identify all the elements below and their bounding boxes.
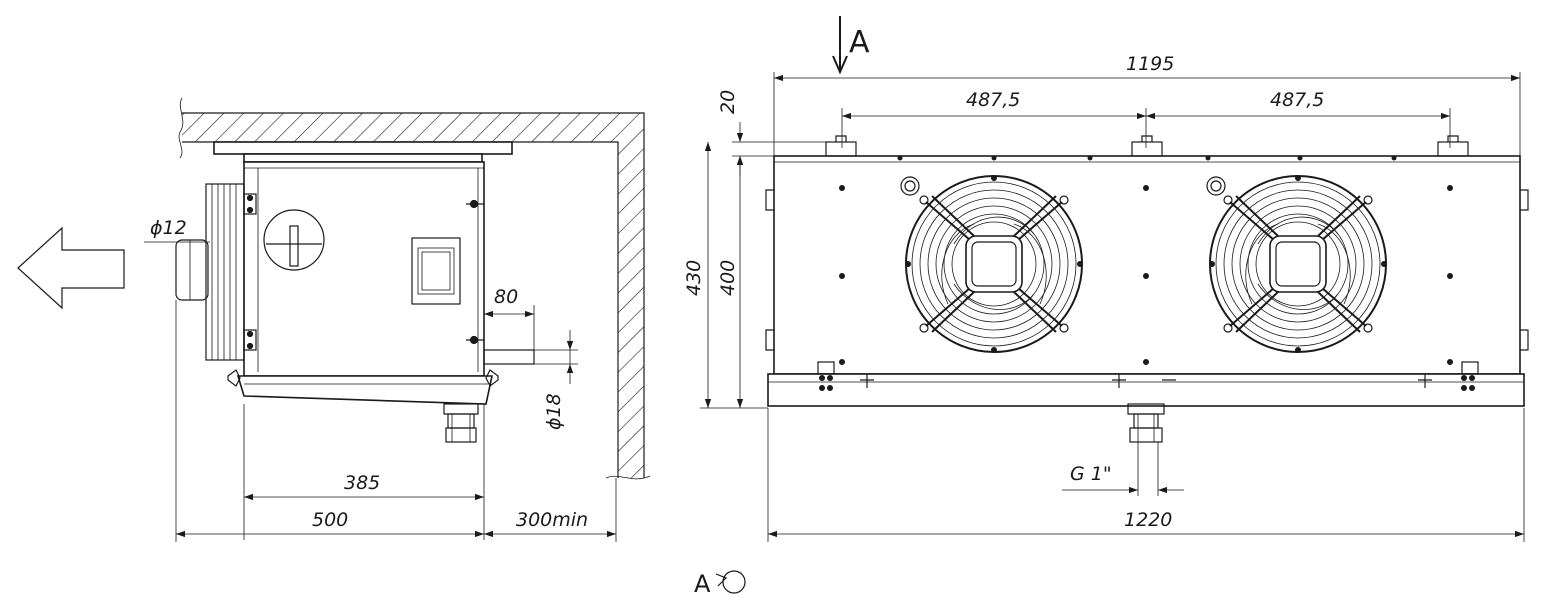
drain-nozzle-side <box>443 403 479 443</box>
dim-487-right: 487,5 <box>1270 89 1324 111</box>
dim-300min: 300min <box>516 509 588 531</box>
casing-bolts <box>839 155 1453 365</box>
front-view-dimensions: 1195 487,5 487,5 20 430 400 <box>683 53 1525 542</box>
fan-guard-1 <box>905 175 1083 353</box>
side-view-dimensions: ϕ12 80 ϕ18 385 500 300min <box>144 217 617 542</box>
airflow-arrow <box>17 226 125 310</box>
dim-385: 385 <box>344 472 380 494</box>
fan-guard-2 <box>1209 175 1387 353</box>
unit-body-side <box>227 161 535 443</box>
view-note-letter: A <box>694 570 711 598</box>
dim-phi18: ϕ18 <box>543 393 565 430</box>
drain-fitting-front <box>1127 403 1165 443</box>
dim-430: 430 <box>683 260 705 296</box>
dim-80: 80 <box>494 286 518 308</box>
dim-1195: 1195 <box>1126 53 1174 75</box>
unit-casing-front <box>773 155 1521 375</box>
fan-motor-side <box>175 183 257 361</box>
front-view: A <box>683 16 1529 542</box>
mounting-plate <box>213 141 513 163</box>
section-label: A <box>849 25 870 60</box>
dim-g1: G 1" <box>1070 463 1112 485</box>
dim-1220: 1220 <box>1124 509 1172 531</box>
drip-tray-front <box>767 361 1525 407</box>
vent-knobs <box>900 176 1226 196</box>
side-view: ϕ12 80 ϕ18 385 500 300min <box>17 97 651 542</box>
section-arrow: A <box>832 16 870 75</box>
dim-500: 500 <box>312 509 348 531</box>
dim-phi12: ϕ12 <box>150 217 187 239</box>
dim-487-left: 487,5 <box>966 89 1020 111</box>
rotation-icon <box>715 570 746 594</box>
view-note: A <box>694 570 746 598</box>
dim-20: 20 <box>717 90 739 114</box>
dim-400: 400 <box>717 260 739 296</box>
top-brackets <box>825 135 1469 157</box>
